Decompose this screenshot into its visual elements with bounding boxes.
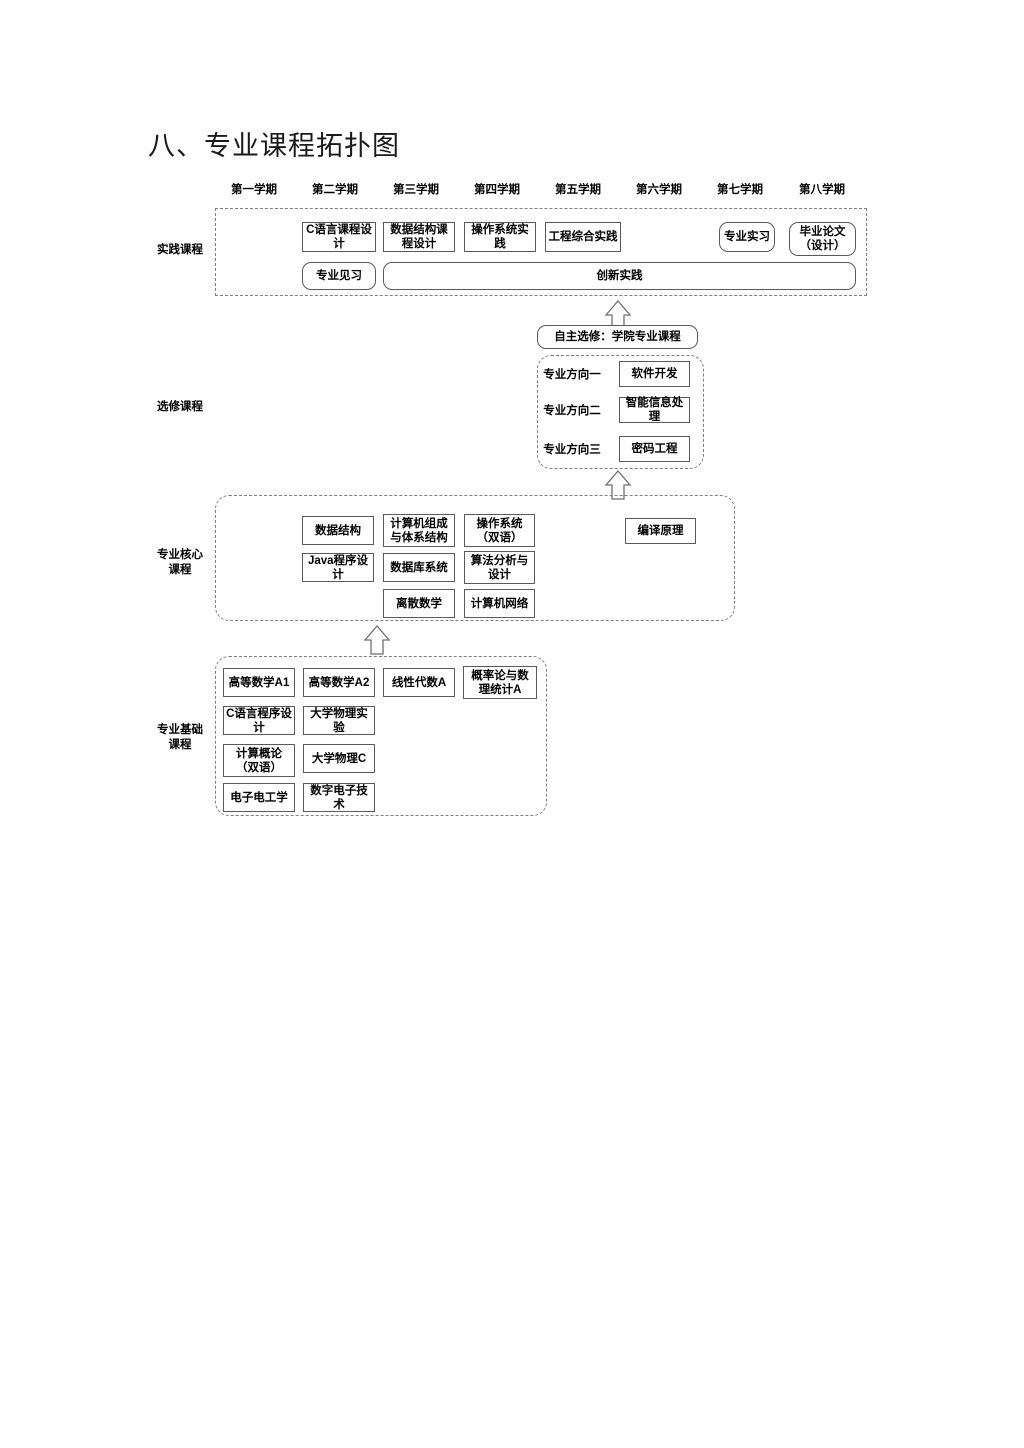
semester-label-7: 第七学期 [717,184,763,196]
course-box-discrete-mathematics[interactable]: 离散数学 [383,589,455,618]
course-box-cryptography-engineering[interactable]: 密码工程 [619,436,690,462]
semester-label-2: 第二学期 [312,184,358,196]
practice-courses-group [215,208,867,296]
row-label-elective-courses: 选修课程 [157,401,203,413]
row-label-core-line1: 专业核心 [157,549,203,561]
course-box-algorithm-analysis[interactable]: 算法分析与设计 [464,551,535,584]
elective-header-bar[interactable]: 自主选修：学院专业课程 [537,325,698,349]
course-box-database-systems[interactable]: 数据库系统 [383,553,455,582]
semester-label-6: 第六学期 [636,184,682,196]
course-box-advanced-math-a2[interactable]: 高等数学A2 [303,668,375,697]
page-title: 八、专业课程拓扑图 [148,131,400,161]
course-box-data-structure-design[interactable]: 数据结构课程设计 [383,222,455,252]
up-arrow-icon-foundation-to-core [363,625,391,655]
semester-label-5: 第五学期 [555,184,601,196]
semester-label-3: 第三学期 [393,184,439,196]
row-label-foundation-line1: 专业基础 [157,724,203,736]
course-box-computer-organization[interactable]: 计算机组成与体系结构 [383,514,455,547]
row-label-core-courses: 专业核心 课程 [148,548,212,578]
up-arrow-icon-core-to-elective [604,470,632,500]
elective-direction-label-1: 专业方向一 [543,369,601,381]
elective-directions-group [537,355,704,469]
course-box-innovation-practice[interactable]: 创新实践 [383,262,856,290]
elective-direction-label-2: 专业方向二 [543,405,601,417]
course-box-compiler-principles[interactable]: 编译原理 [625,518,696,544]
course-box-java-programming[interactable]: Java程序设计 [302,553,374,582]
course-box-intelligent-information-processing[interactable]: 智能信息处理 [619,397,690,423]
course-box-software-development[interactable]: 软件开发 [619,361,690,387]
course-box-intro-to-computing[interactable]: 计算概论（双语） [223,744,295,777]
course-box-linear-algebra-a[interactable]: 线性代数A [383,668,455,697]
course-box-electronics-electrical[interactable]: 电子电工学 [223,783,295,812]
course-box-probability-statistics-a[interactable]: 概率论与数理统计A [463,666,537,699]
course-box-engineering-integrated-practice[interactable]: 工程综合实践 [545,222,621,252]
course-box-professional-internship[interactable]: 专业实习 [719,222,775,252]
semester-label-1: 第一学期 [231,184,277,196]
course-box-c-language-design[interactable]: C语言课程设计 [302,222,376,252]
course-box-data-structure[interactable]: 数据结构 [302,516,374,545]
row-label-foundation-line2: 课程 [168,739,192,751]
course-box-advanced-math-a1[interactable]: 高等数学A1 [223,668,295,697]
row-label-practice-courses: 实践课程 [157,244,203,256]
course-box-computer-networks[interactable]: 计算机网络 [464,589,535,618]
row-label-foundation-courses: 专业基础 课程 [148,723,212,753]
course-box-university-physics-lab[interactable]: 大学物理实验 [303,706,375,735]
course-box-university-physics-c[interactable]: 大学物理C [303,744,375,773]
semester-header-row: 第一学期 第二学期 第三学期 第四学期 第五学期 第六学期 第七学期 第八学期 [213,181,865,197]
core-courses-group [215,495,735,621]
course-box-operating-systems[interactable]: 操作系统（双语） [464,514,535,547]
semester-label-8: 第八学期 [799,184,845,196]
course-box-digital-electronics[interactable]: 数字电子技术 [303,783,375,812]
course-box-graduation-thesis[interactable]: 毕业论文（设计） [789,222,856,256]
course-box-c-language-programming[interactable]: C语言程序设计 [223,706,295,735]
foundation-courses-group [215,656,547,816]
course-box-os-practice[interactable]: 操作系统实践 [464,222,536,252]
elective-direction-label-3: 专业方向三 [543,444,601,456]
course-box-professional-observation[interactable]: 专业见习 [302,262,376,290]
row-label-core-line2: 课程 [168,564,192,576]
semester-label-4: 第四学期 [474,184,520,196]
